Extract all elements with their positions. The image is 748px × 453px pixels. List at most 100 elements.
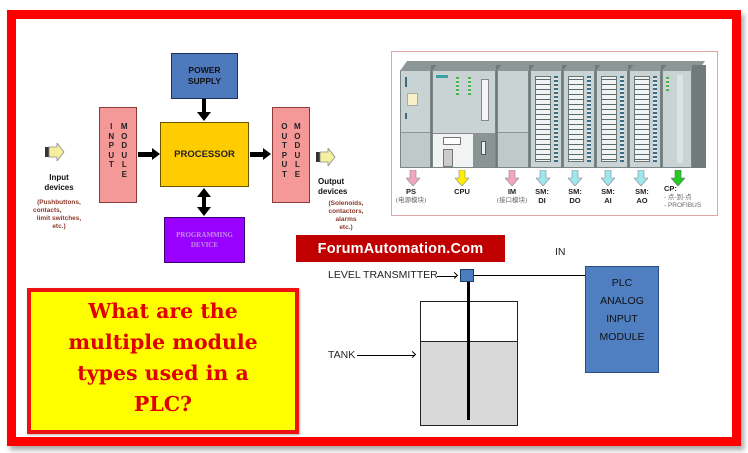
rack-label-cp: CP: - 点-到-点 - PROFIBUS (664, 184, 714, 211)
rack-module-sm-ai (596, 61, 642, 168)
level-transmitter-box (460, 269, 474, 282)
rack-label-ps: PS (电源模块) (392, 187, 430, 205)
level-transmitter-pointer-line (437, 276, 457, 277)
rack-module-sm-di (530, 61, 576, 168)
rack-module-sm-ao (629, 61, 675, 168)
output-devices-label-1: Output (318, 177, 345, 186)
example-line: (Pushbuttons, (37, 199, 81, 206)
signal-line (474, 275, 585, 276)
letter: L (294, 160, 300, 169)
letter: U (281, 131, 288, 141)
sublabel: AI (604, 195, 612, 205)
label: IM (507, 187, 517, 196)
sublabel: (电源模块) (395, 196, 427, 204)
label: SM: (568, 187, 582, 196)
plc-rack-image: PS (电源模块) CPU IM (接口模块) SM: DI SM: DO SM… (391, 51, 718, 216)
arrow-processor-to-output (250, 148, 271, 160)
sublabel: - PROFIBUS (664, 202, 702, 209)
label: SM: (535, 187, 549, 196)
plc-module-label-3: INPUT (606, 313, 638, 325)
sm-do-down-arrow-icon (568, 170, 582, 186)
ps-down-arrow-icon (406, 170, 420, 186)
input-module-block: I N P U T M O D U L E (99, 107, 137, 203)
cpu-down-arrow-icon (455, 170, 469, 186)
banner-text: ForumAutomation.Com (317, 240, 484, 257)
sm-ao-down-arrow-icon (634, 170, 648, 186)
sublabel: (接口模块) (496, 196, 528, 204)
input-devices-label-1: Input (49, 173, 69, 182)
title-line-1: What are the (88, 299, 238, 323)
letter: E (294, 169, 301, 179)
letter: P (281, 150, 288, 160)
output-module-col-output: O U T P U T (281, 122, 287, 202)
rack-label-cpu: CPU (448, 187, 476, 197)
letter: U (281, 160, 288, 169)
rack-module-ps (400, 61, 445, 168)
sm-di-down-arrow-icon (536, 170, 550, 186)
title-line-2: multiple module (68, 330, 258, 354)
output-devices-examples: (Solenoids, contactors, alarms etc.) (322, 200, 370, 232)
title-box: What are the multiple module types used … (27, 288, 299, 434)
letter: P (108, 141, 114, 150)
label: SM: (601, 187, 615, 196)
plc-module-label-1: PLC (611, 277, 633, 289)
letter: U (108, 150, 115, 160)
letter: O (121, 131, 128, 141)
letter: E (121, 169, 127, 179)
sublabel: - 点-到-点 (664, 193, 692, 201)
output-devices-label-2: devices (318, 187, 348, 196)
rack-label-im: IM (接口模块) (492, 187, 532, 205)
power-supply-label-1: POWER (188, 65, 221, 75)
arrow-bidirectional-shaft (202, 196, 206, 209)
letter: U (121, 150, 128, 160)
processor-label: PROCESSOR (174, 149, 235, 160)
letter: L (121, 160, 127, 169)
arrow-power-to-processor (202, 99, 206, 114)
input-module-col-module: M O D U L E (121, 122, 128, 202)
rack-module-im (497, 61, 543, 168)
input-devices-label-2: devices (44, 183, 74, 192)
example-line: (Solenoids, (328, 200, 364, 207)
level-probe (467, 278, 470, 420)
sublabel: DO (569, 195, 581, 205)
output-module-col-module: M O D U L E (294, 122, 301, 202)
input-devices-text: Input devices (34, 173, 84, 193)
im-down-arrow-icon (505, 170, 519, 186)
title-line-3: types used in a (77, 361, 249, 385)
sublabel: DI (538, 195, 546, 205)
programming-device-label-2: DEVICE (190, 241, 219, 249)
rack-module-cp (662, 61, 706, 168)
letter: M (294, 122, 301, 131)
letter: O (294, 131, 301, 141)
rack-label-sm-do: SM: DO (563, 187, 587, 205)
tank-pointer-line (357, 355, 415, 356)
letter: O (281, 122, 288, 131)
letter: N (108, 131, 115, 141)
plc-analog-input-module: PLC ANALOG INPUT MODULE (585, 266, 659, 373)
label: CPU (454, 187, 470, 196)
power-supply-block: POWER SUPPLY (171, 53, 238, 99)
letter: I (110, 122, 113, 131)
input-devices-examples: (Pushbuttons, contacts, limit switches, … (30, 199, 88, 231)
forumautomation-banner: ForumAutomation.Com (296, 235, 505, 262)
programming-device-label-1: PROGRAMMING (176, 231, 233, 239)
title-text: What are the multiple module types used … (68, 296, 257, 420)
sm-ai-down-arrow-icon (601, 170, 615, 186)
output-module-block: O U T P U T M O D U L E (272, 107, 310, 203)
letter: M (120, 122, 128, 131)
output-devices-text: Output devices (318, 177, 358, 197)
arrow-head-down-icon (197, 112, 211, 121)
letter: T (108, 160, 114, 169)
arrow-head-up-icon (197, 188, 211, 197)
example-line: etc.) (52, 223, 66, 230)
cp-down-arrow-icon (671, 170, 685, 186)
arrow-input-to-processor (138, 148, 160, 160)
input-hollow-arrow-icon (45, 143, 65, 161)
plc-module-label-4: MODULE (599, 331, 645, 343)
rack-label-sm-ai: SM: AI (596, 187, 620, 205)
letter: D (121, 141, 128, 150)
programming-device-block: PROGRAMMING DEVICE (164, 217, 245, 263)
letter: U (294, 150, 301, 160)
rack-module-cpu (432, 61, 510, 168)
letter: T (281, 169, 287, 179)
